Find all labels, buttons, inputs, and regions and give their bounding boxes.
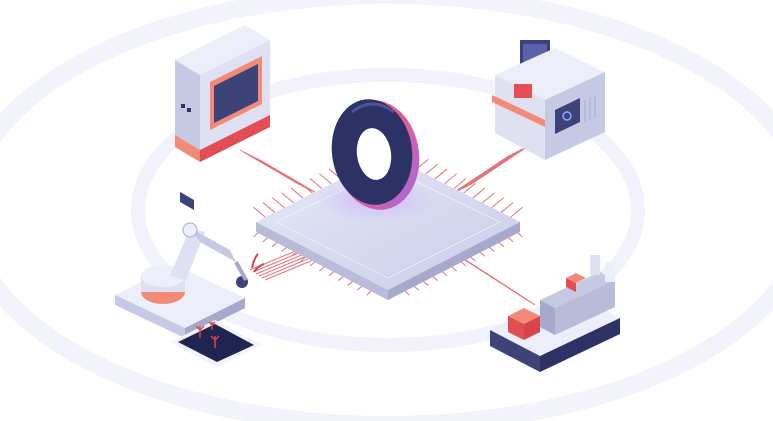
trace-line	[463, 182, 476, 194]
trace-line	[449, 154, 511, 196]
trace-line	[469, 144, 531, 186]
trace-line	[510, 206, 523, 218]
trace-line	[461, 148, 523, 190]
trace-line	[465, 146, 527, 188]
trace-line	[319, 173, 332, 185]
trace-line	[253, 206, 266, 218]
3d-printer-icon	[175, 25, 270, 211]
trace-line	[262, 202, 276, 213]
trace-line	[500, 202, 514, 213]
trace-line	[271, 197, 285, 209]
trace-line	[453, 152, 515, 194]
conveyor-line-icon	[490, 255, 620, 372]
robotic-arm-icon	[115, 222, 265, 338]
trace-line	[453, 178, 467, 189]
trace-line	[472, 187, 486, 199]
cnc-machine-icon	[492, 40, 605, 160]
glowing-ring-icon	[315, 99, 435, 222]
trace-line	[464, 259, 536, 306]
trace-line	[290, 187, 304, 199]
trace-line	[481, 192, 495, 204]
trace-line	[457, 150, 519, 192]
trace-line	[281, 192, 295, 204]
trace-line	[259, 159, 321, 196]
trace-line	[491, 197, 505, 209]
trace-line	[444, 173, 457, 185]
trace-line	[309, 178, 323, 189]
crop-tray-icon	[170, 320, 262, 367]
microchip	[256, 155, 520, 300]
trace-line	[425, 163, 439, 175]
trace-line	[434, 168, 448, 180]
